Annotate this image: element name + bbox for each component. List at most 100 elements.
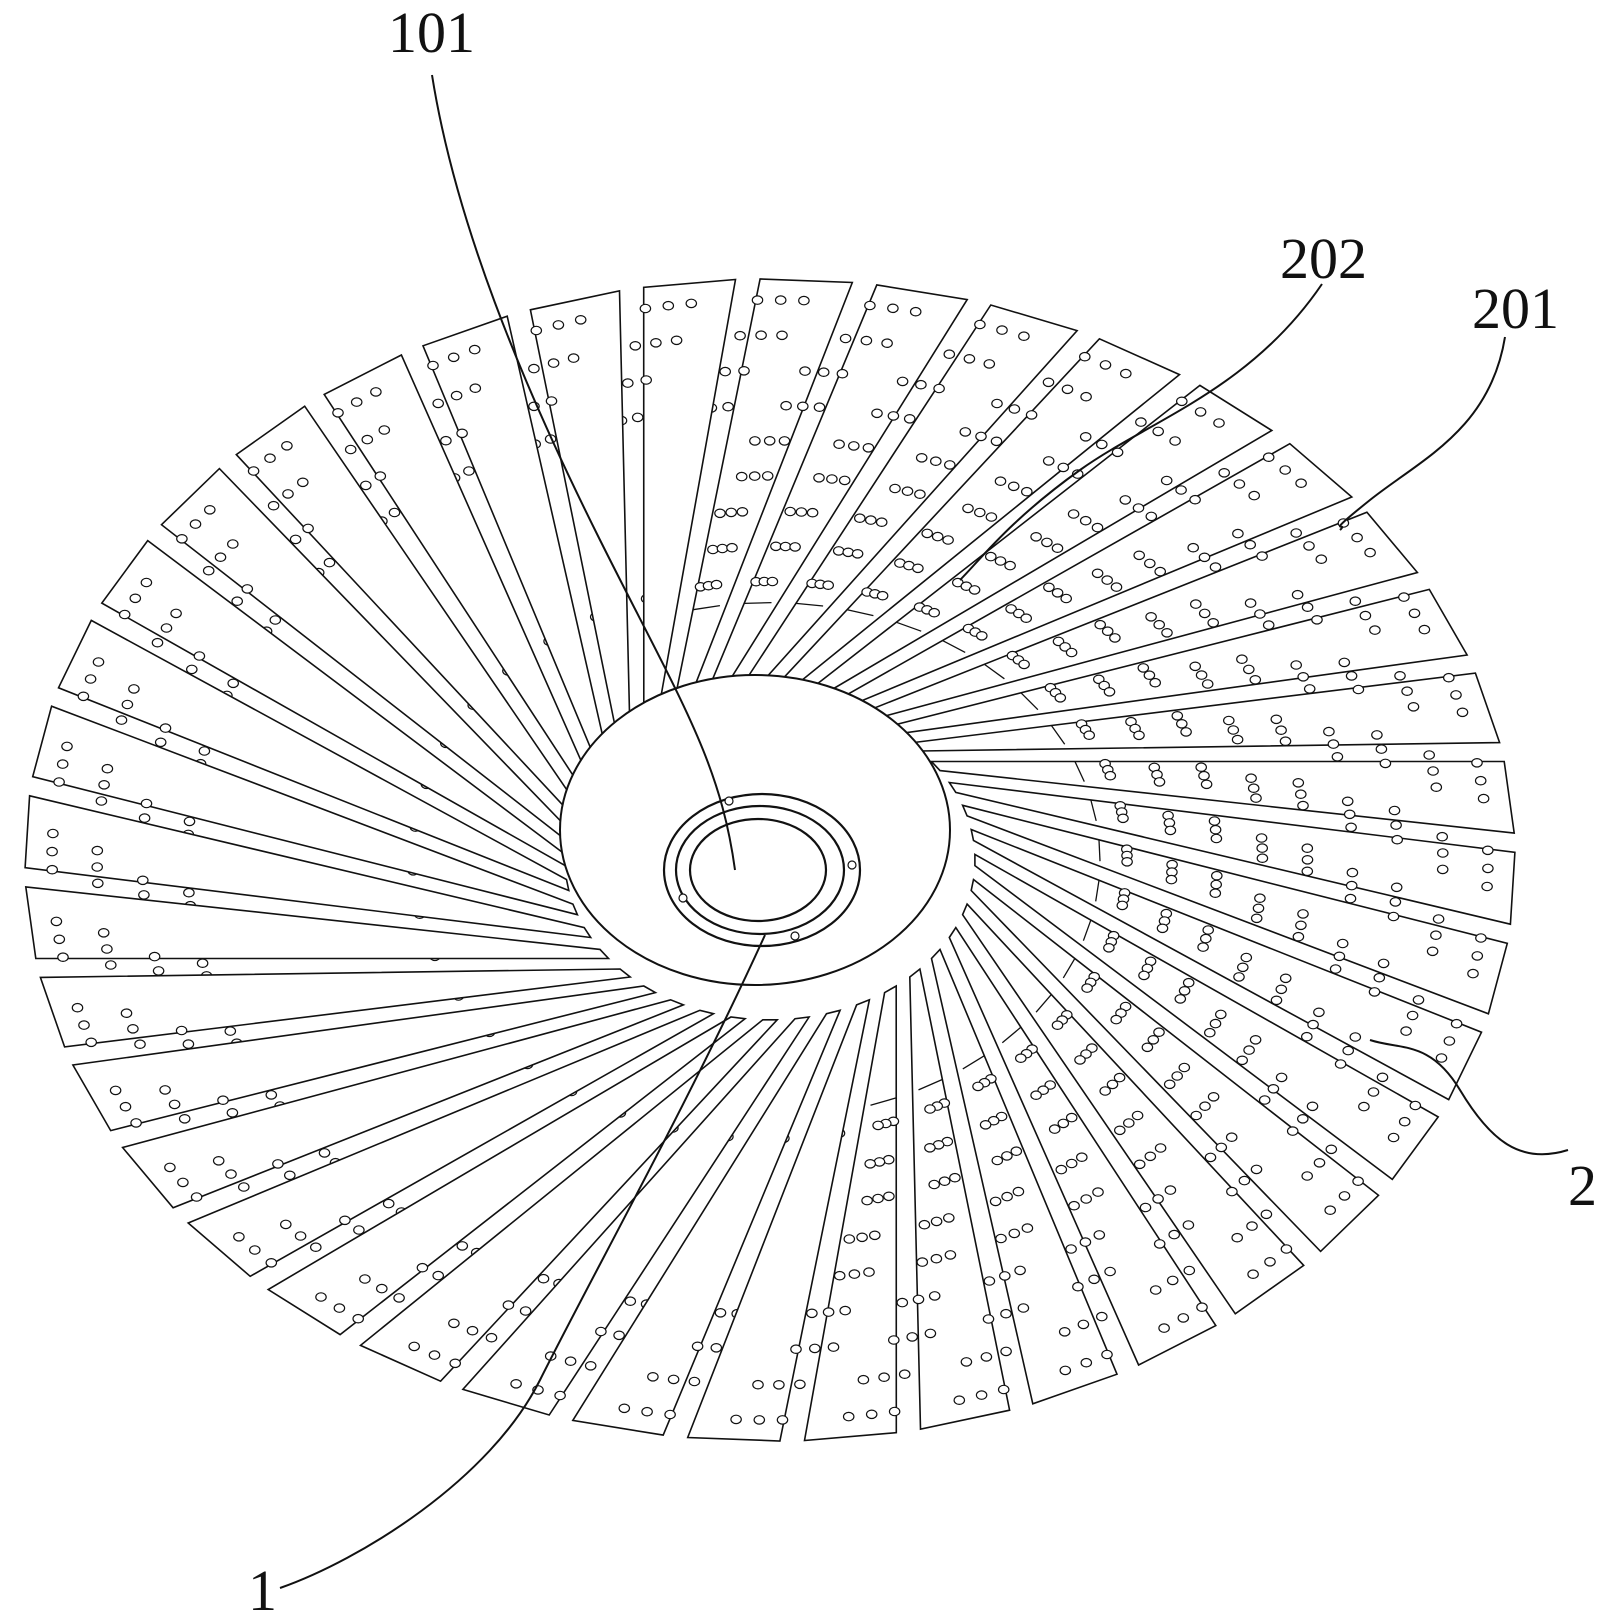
- perforation-hole-201: [105, 960, 117, 970]
- perforation-hole-201: [1190, 1110, 1202, 1121]
- perforation-hole-201: [1149, 677, 1161, 688]
- perforation-hole-201: [1233, 479, 1246, 489]
- perforation-hole-201: [1153, 1027, 1165, 1037]
- perforation-hole-201: [1418, 624, 1431, 635]
- perforation-hole-201: [933, 383, 945, 394]
- perforation-hole-201: [1077, 1319, 1090, 1330]
- reference-numeral-1: 1: [248, 1558, 277, 1615]
- perforation-hole-201: [748, 471, 761, 481]
- perforation-hole-201: [138, 890, 150, 900]
- perforation-hole-201: [833, 439, 845, 449]
- perforation-hole-201: [868, 1230, 881, 1241]
- perforation-hole-201: [567, 353, 580, 363]
- perforation-hole-201: [915, 379, 927, 390]
- perforation-hole-201: [862, 442, 875, 453]
- perforation-hole-201: [226, 1108, 239, 1118]
- perforation-hole-201: [1001, 1191, 1013, 1202]
- perforation-hole-201: [1279, 465, 1291, 475]
- perforation-hole-201: [972, 1081, 984, 1092]
- perforation-hole-201: [92, 657, 105, 667]
- perforation-hole-201: [887, 1335, 900, 1345]
- perforation-hole-201: [848, 1269, 861, 1279]
- perforation-hole-201: [1200, 933, 1212, 944]
- perforation-hole-201: [71, 1002, 84, 1013]
- perforation-hole-201: [1390, 882, 1403, 893]
- perforation-hole-201: [332, 407, 344, 418]
- perforation-hole-201: [613, 1330, 625, 1341]
- bolt-hole: [678, 893, 688, 903]
- perforation-hole-201: [790, 1344, 802, 1354]
- perforation-hole-201: [1246, 1221, 1258, 1231]
- perforation-hole-201: [1145, 611, 1157, 622]
- perforation-hole-201: [1101, 1349, 1113, 1360]
- perforation-hole-201: [1481, 881, 1493, 892]
- perforation-hole-201: [1430, 930, 1442, 940]
- perforation-hole-201: [688, 1376, 701, 1387]
- perforation-hole-201: [1324, 1205, 1336, 1215]
- perforation-hole-201: [980, 1352, 993, 1362]
- perforation-hole-201: [826, 474, 838, 484]
- perforation-hole-201: [1051, 1020, 1064, 1030]
- perforation-hole-201: [1301, 1171, 1313, 1181]
- perforation-hole-201: [1477, 793, 1490, 804]
- perforation-hole-201: [725, 507, 737, 518]
- perforation-hole-201: [833, 1270, 846, 1281]
- perforation-hole-201: [755, 330, 767, 340]
- perforation-hole-201: [860, 335, 873, 346]
- perforation-hole-201: [1215, 1009, 1227, 1020]
- perforation-hole-201: [1201, 679, 1214, 689]
- perforation-hole-201: [1071, 469, 1084, 479]
- perforation-hole-201: [618, 1403, 631, 1414]
- perforation-hole-201: [996, 325, 1008, 335]
- perforation-hole-201: [95, 796, 108, 806]
- blade-root-line: [962, 1055, 985, 1070]
- perforation-hole-201: [109, 1085, 122, 1096]
- perforation-hole-201: [962, 503, 974, 514]
- perforation-hole-201: [789, 542, 801, 552]
- perforation-hole-201: [968, 585, 981, 595]
- perforation-hole-201: [795, 507, 808, 517]
- perforation-hole-201: [164, 1162, 176, 1173]
- perforation-hole-201: [1153, 777, 1166, 787]
- perforation-hole-201: [432, 398, 444, 409]
- perforation-hole-201: [1311, 614, 1323, 625]
- perforation-hole-201: [1051, 543, 1064, 553]
- perforation-hole-201: [1171, 710, 1184, 721]
- perforation-hole-201: [1092, 1187, 1104, 1197]
- perforation-hole-201: [1313, 1158, 1326, 1168]
- perforation-hole-201: [352, 1313, 364, 1324]
- perforation-hole-201: [1178, 985, 1191, 996]
- reference-numeral-202: 202: [1280, 226, 1367, 291]
- perforation-hole-201: [375, 1283, 388, 1294]
- perforation-hole-201: [128, 684, 140, 694]
- perforation-hole-201: [339, 1215, 351, 1226]
- blade-202: [24, 885, 611, 960]
- blade-202: [31, 705, 579, 916]
- perforation-hole-201: [1295, 920, 1307, 931]
- perforation-hole-201: [1158, 1323, 1170, 1333]
- perforation-hole-201: [333, 1303, 346, 1313]
- reference-numeral-2: 2: [1568, 1153, 1597, 1218]
- perforation-hole-201: [930, 1253, 943, 1264]
- perforation-hole-201: [916, 1257, 929, 1267]
- perforation-hole-201: [249, 1245, 261, 1255]
- perforation-hole-201: [1436, 864, 1449, 875]
- perforation-hole-201: [1200, 779, 1213, 790]
- perforation-hole-201: [564, 1356, 577, 1366]
- perforation-hole-201: [528, 363, 540, 374]
- perforation-hole-201: [749, 436, 761, 446]
- perforation-hole-201: [1166, 1275, 1179, 1286]
- perforation-hole-201: [238, 1182, 250, 1192]
- perforation-hole-201: [1333, 951, 1346, 962]
- perforation-hole-201: [1178, 1062, 1191, 1073]
- perforation-hole-201: [832, 546, 845, 556]
- perforation-hole-201: [770, 541, 782, 552]
- perforation-hole-201: [1349, 1032, 1362, 1042]
- perforation-hole-201: [921, 528, 933, 539]
- blade-root-line: [918, 1078, 943, 1091]
- perforation-hole-201: [159, 723, 172, 733]
- perforation-hole-201: [1164, 825, 1177, 836]
- perforation-hole-201: [991, 398, 1003, 409]
- perforation-hole-201: [1080, 391, 1092, 402]
- perforation-hole-201: [1208, 816, 1221, 826]
